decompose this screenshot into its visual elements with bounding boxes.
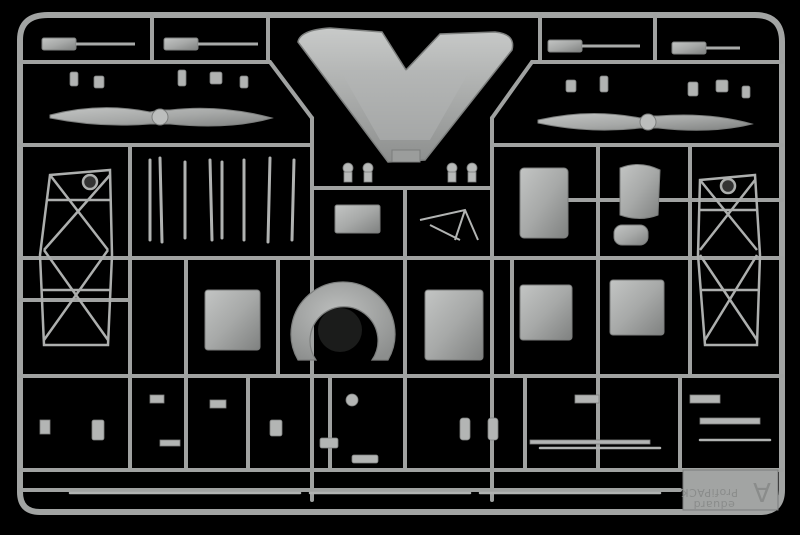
molded-text-line2: ProfiPACK (680, 486, 738, 499)
wing-part (297, 27, 514, 163)
propeller-part (49, 107, 754, 131)
sprue-tab (682, 469, 779, 511)
molded-brand-text: eduard ProfiPACK (680, 474, 738, 511)
molded-logo: A (753, 476, 771, 506)
seat-part (204, 164, 665, 361)
machine-gun-part (41, 37, 740, 55)
rod-parts (68, 438, 772, 495)
small-parts-bottom (39, 393, 761, 464)
sprue-frame (17, 12, 785, 515)
fuselage-frame-part-right (696, 173, 762, 347)
small-parts-wing (342, 162, 478, 183)
cowling-part (290, 281, 396, 361)
molded-text-line1: eduard (693, 498, 735, 511)
tripod-part (419, 208, 479, 241)
small-parts-top (69, 69, 751, 99)
strut-parts (148, 156, 296, 244)
fuselage-frame-part (38, 168, 114, 347)
